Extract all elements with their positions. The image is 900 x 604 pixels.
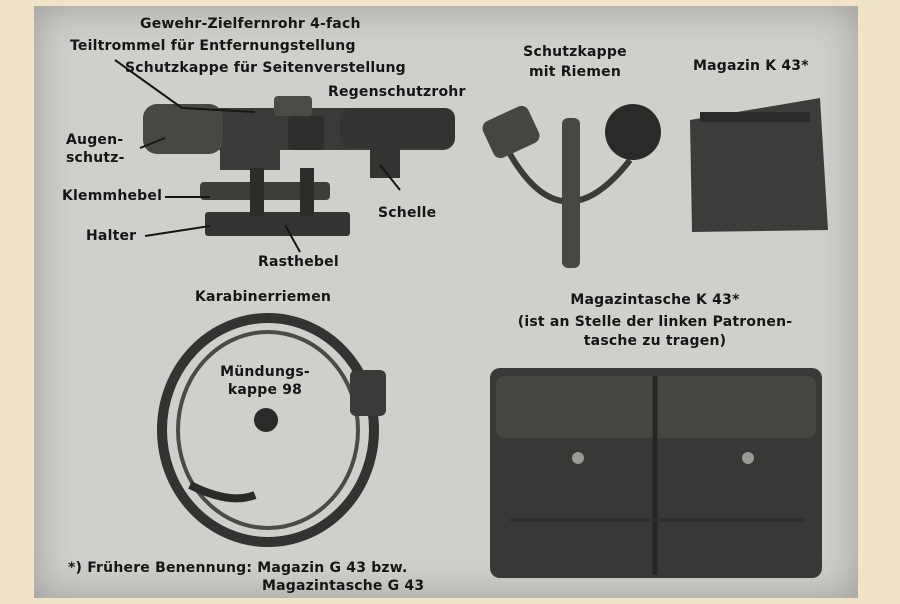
pouch-note-line1: (ist an Stelle der linken Patronen-: [517, 314, 793, 330]
muzzle-cap-illustration: [254, 408, 278, 432]
magazine-illustration: [690, 98, 828, 232]
lens-cap-illustration: [482, 104, 661, 268]
muzzle-cap-label-line1: Mündungs-: [220, 364, 310, 380]
cap-label-line2: mit Riemen: [528, 64, 622, 80]
footnote-line2: Magazintasche G 43: [262, 578, 425, 594]
muzzle-cap-label-line2: kappe 98: [227, 382, 303, 398]
footnote-line1: *) Frühere Benennung: Magazin G 43 bzw.: [68, 560, 408, 576]
scope-illustration: [114, 59, 455, 253]
pouch-title-label: Magazintasche K 43*: [570, 292, 740, 308]
pouch-note-line2: tasche zu tragen): [583, 333, 727, 349]
cap-label-line1: Schutzkappe: [523, 44, 627, 60]
holder-label: Halter: [86, 228, 137, 244]
magazine-label: Magazin K 43*: [693, 58, 809, 74]
windage-cap-label: Schutzkappe für Seitenverstellung: [125, 60, 406, 76]
ring-clamp-label: Schelle: [378, 205, 437, 221]
range-drum-label: Teiltrommel für Entfernungstellung: [70, 38, 356, 54]
detent-lever-label: Rasthebel: [258, 254, 339, 270]
eye-guard-label-line2: schutz-: [66, 150, 125, 166]
scope-title-label: Gewehr-Zielfernrohr 4-fach: [140, 16, 361, 32]
clamp-lever-label: Klemmhebel: [62, 188, 163, 204]
rain-tube-label: Regenschutzrohr: [328, 84, 466, 100]
sling-illustration: [157, 313, 386, 547]
eye-guard-label-line1: Augen-: [66, 132, 124, 148]
sling-label: Karabinerriemen: [195, 289, 332, 305]
pouch-illustration: [490, 368, 822, 578]
